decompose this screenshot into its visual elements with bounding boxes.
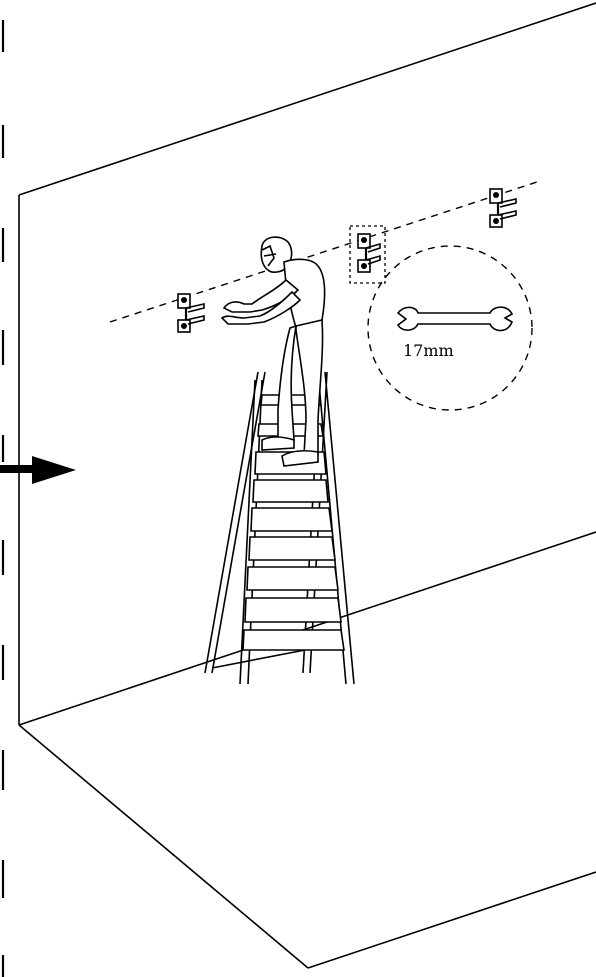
detail-callout: 17mm [368,246,532,410]
arrow-right-icon [0,456,76,484]
wall-bracket-icon [178,294,204,332]
wrench-icon [398,307,512,330]
wrench-size-label: 17mm [403,341,454,360]
wall-bracket-icon [358,234,380,272]
floor [19,725,596,968]
wall-bracket-icon [490,189,516,227]
